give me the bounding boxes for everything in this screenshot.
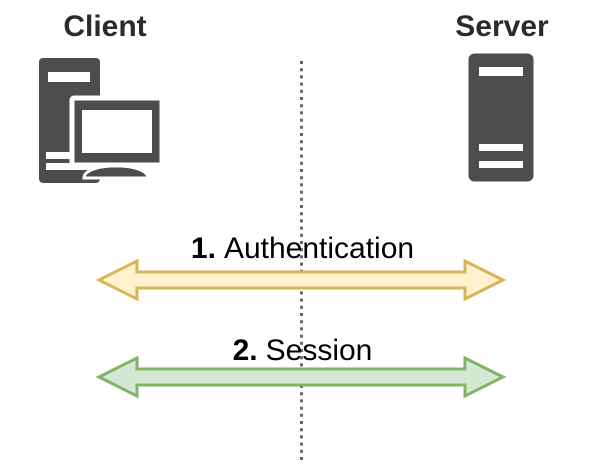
message-1-text: Authentication [223,232,415,265]
desktop-computer-icon [39,58,165,183]
authentication-arrow-shape [95,258,507,302]
session-arrow [95,355,507,399]
server-tower-icon [468,53,534,182]
client-icon-shapes [39,58,165,183]
message-1-label: 1.Authentication [0,234,605,264]
message-2-text: Session [265,334,373,367]
authentication-arrow [95,258,507,302]
client-title: Client [63,10,147,43]
server-icon-shapes [468,53,534,182]
lifeline-divider [300,61,303,464]
session-arrow-shape [95,355,507,399]
message-1-number: 1. [190,232,216,265]
server-title: Server [455,10,549,43]
message-2-number: 2. [232,334,258,367]
message-2-label: 2.Session [0,336,605,366]
